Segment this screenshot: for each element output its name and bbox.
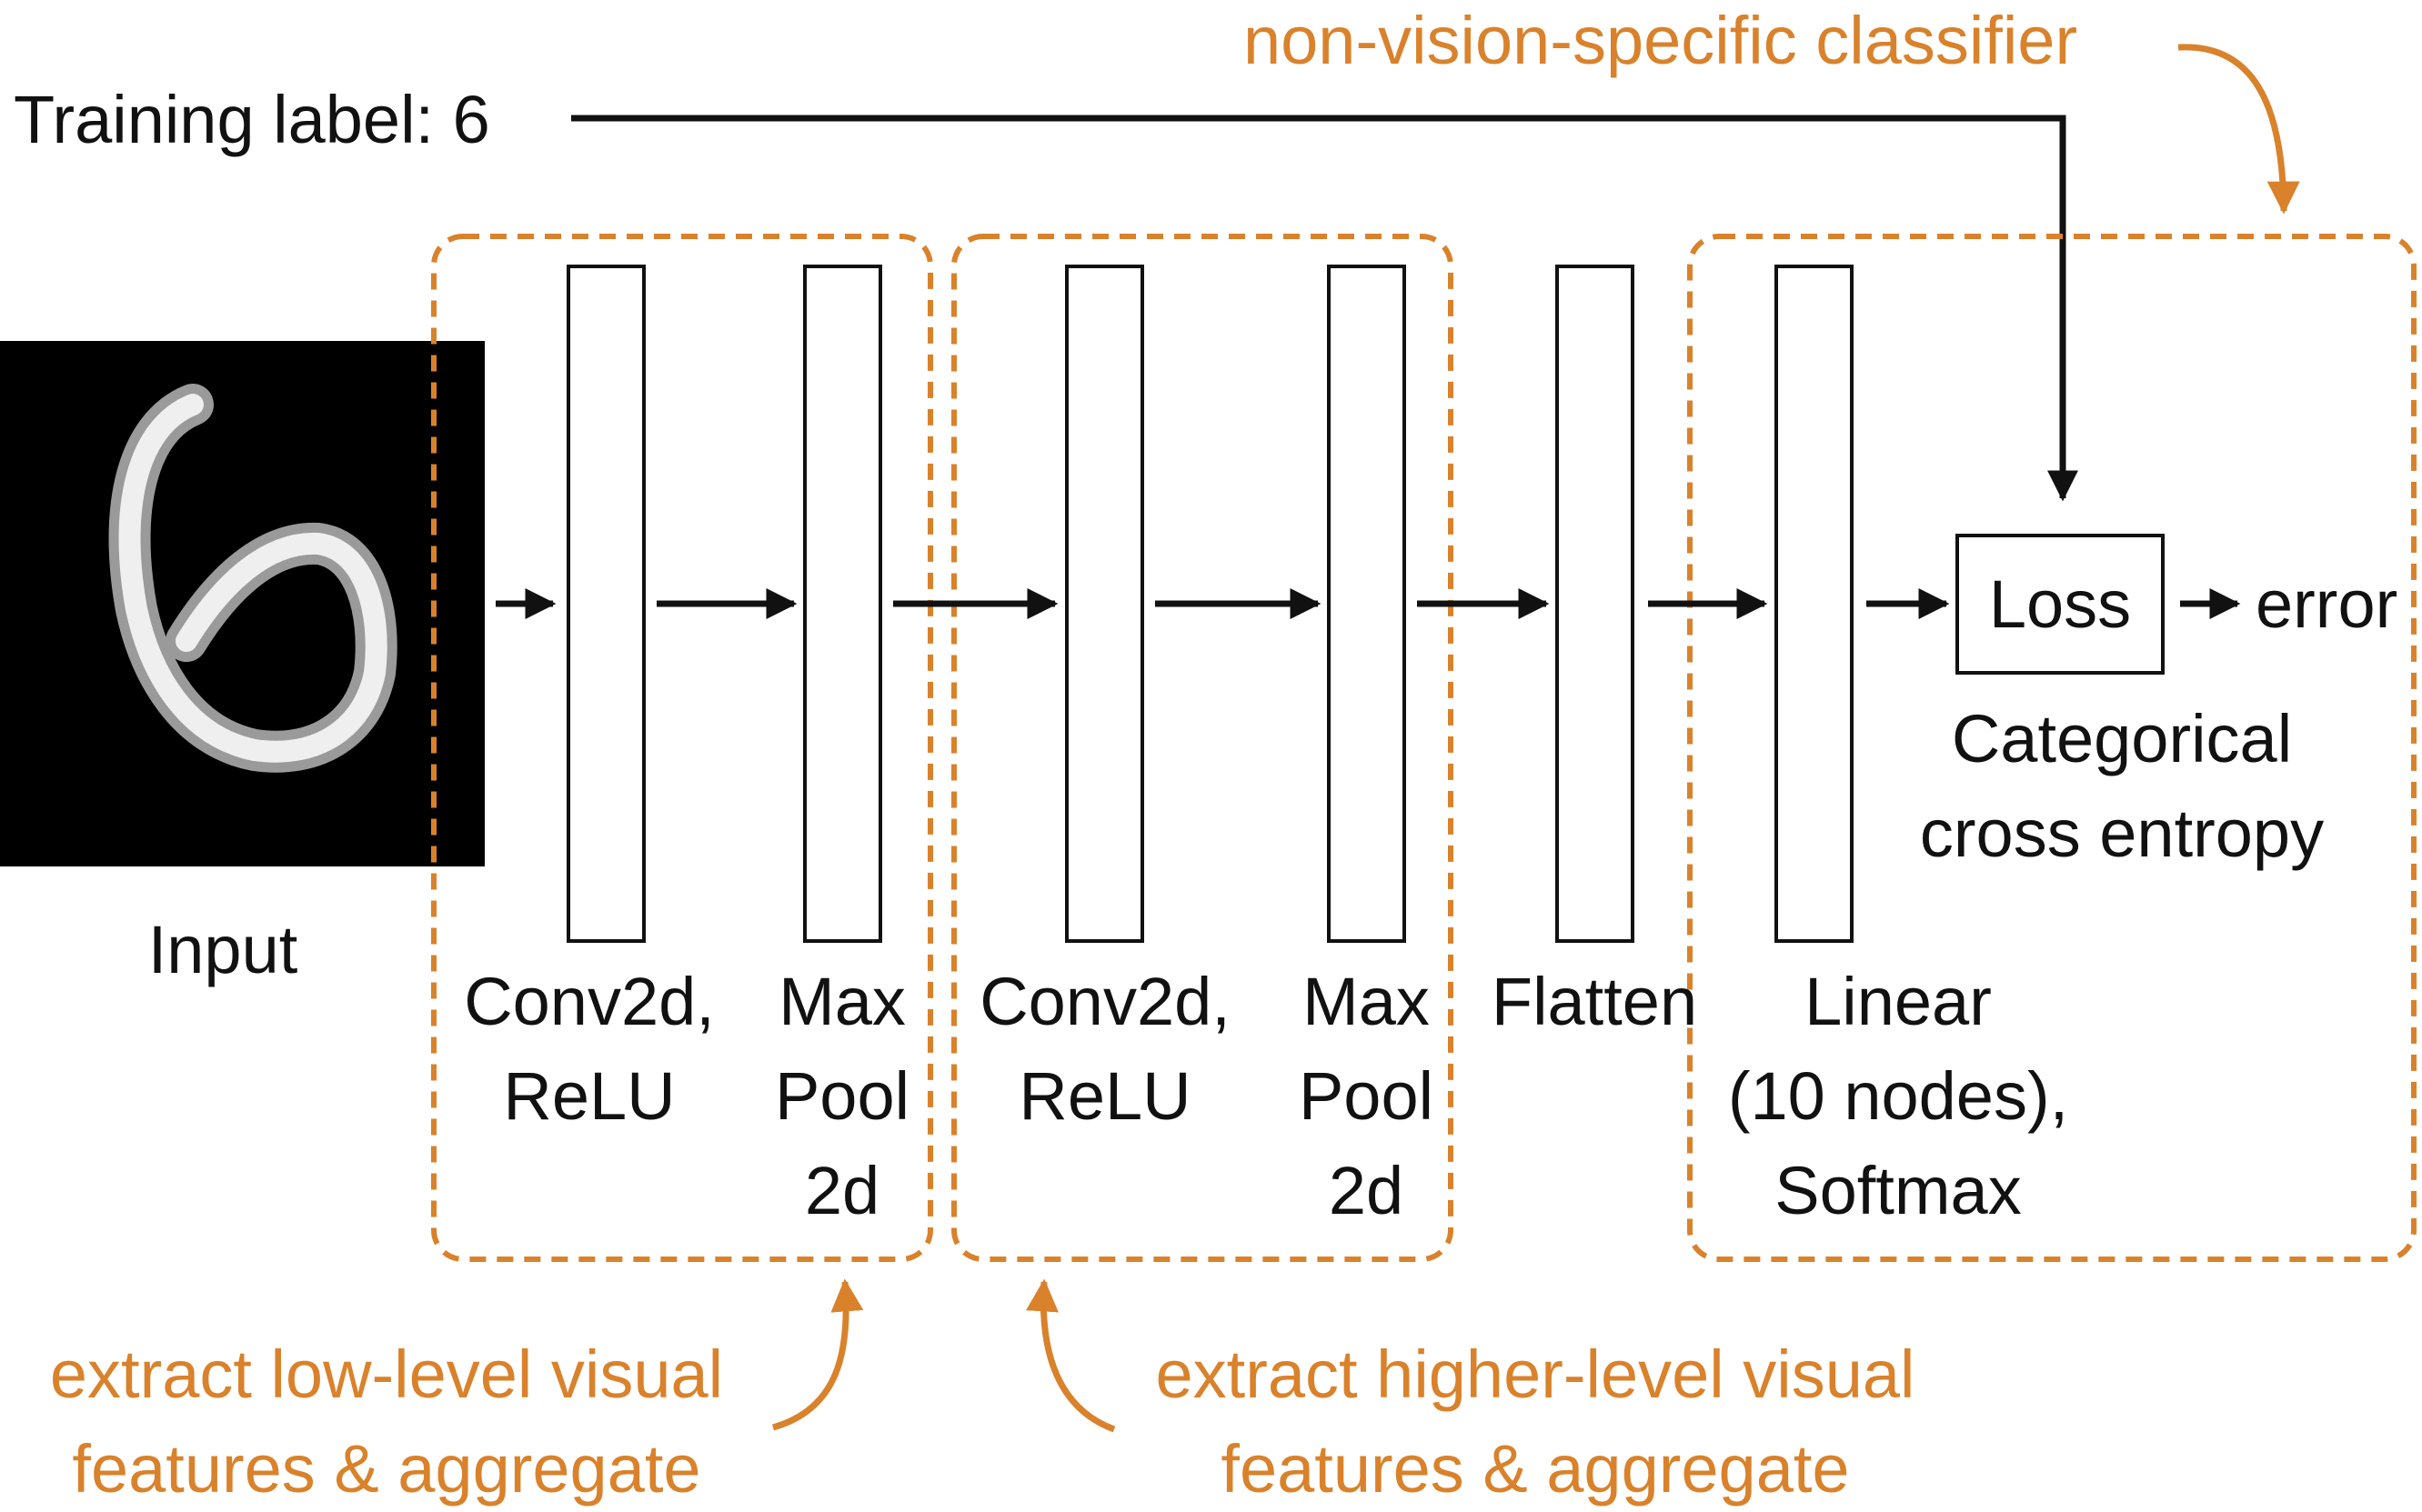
linear-label-line3: Softmax (1774, 1153, 2021, 1228)
pool2-label-line1: Max (1302, 964, 1430, 1039)
pool2-block (1327, 265, 1406, 943)
error-label: error (2256, 566, 2397, 642)
pool2-label-line2: Pool (1299, 1058, 1433, 1134)
classifier-annotation: non-vision-specific classifier (1243, 3, 2077, 78)
high-level-group (951, 234, 1453, 1262)
flatten-label: Flatten (1492, 964, 1697, 1039)
pool1-label-line2: Pool (775, 1058, 910, 1134)
pool1-label-line1: Max (779, 964, 906, 1039)
training-label: Training label: 6 (14, 82, 490, 157)
pool1-label-line3: 2d (805, 1153, 879, 1228)
low-level-annotation-line1: extract low-level visual (50, 1337, 723, 1412)
conv2-block (1065, 265, 1144, 943)
pool2-label-line3: 2d (1329, 1153, 1403, 1228)
low-level-annotation-arrow (772, 1278, 864, 1431)
high-level-annotation-arrow (1026, 1278, 1116, 1433)
conv1-block (567, 265, 646, 943)
classifier-annotation-arrow (2177, 44, 2300, 215)
linear-label-line2: (10 nodes), (1728, 1058, 2068, 1134)
flatten-block (1555, 265, 1634, 943)
loss-caption-line1: Categorical (1952, 701, 2292, 776)
conv2-label-line1: Conv2d, (980, 964, 1231, 1039)
input-label: Input (148, 912, 298, 987)
input-image: 6 (0, 341, 485, 866)
low-level-group (431, 234, 933, 1262)
pool1-block (803, 265, 882, 943)
linear-label-line1: Linear (1804, 964, 1992, 1039)
conv1-label-line2: ReLU (503, 1058, 675, 1134)
training-label-connector (571, 115, 2078, 502)
high-level-annotation-line2: features & aggregate (1221, 1431, 1849, 1507)
linear-block (1774, 265, 1854, 943)
high-level-annotation-line1: extract higher-level visual (1156, 1337, 1915, 1412)
conv2-label-line2: ReLU (1019, 1058, 1191, 1134)
loss-box (1955, 534, 2165, 675)
low-level-annotation-line2: features & aggregate (72, 1431, 700, 1507)
loss-label: Loss (1989, 566, 2131, 642)
loss-caption-line2: cross entropy (1920, 796, 2324, 871)
conv1-label-line1: Conv2d, (464, 964, 715, 1039)
classifier-group (1687, 234, 2417, 1262)
